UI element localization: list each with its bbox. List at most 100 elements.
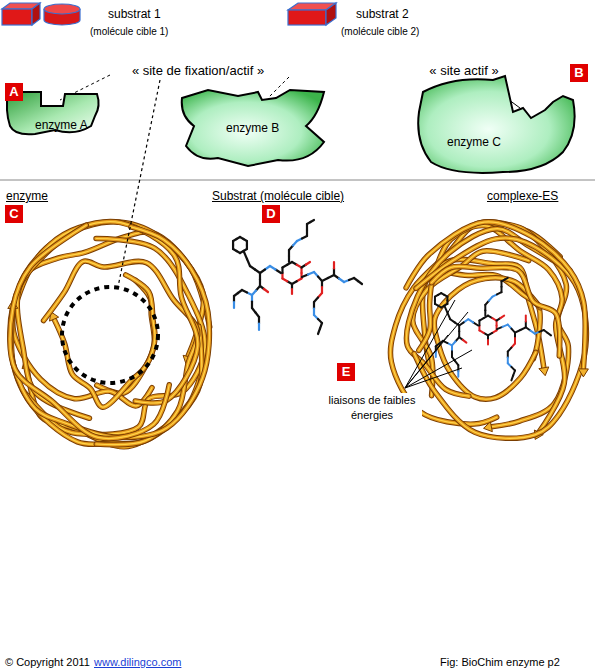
substrate-name-holder: substrat 1	[108, 4, 161, 22]
panel-heading: Substrat (molécule cible)	[212, 189, 344, 203]
molecule-bond	[547, 333, 551, 336]
molecule-bond	[291, 289, 293, 294]
molecule-bond	[333, 262, 335, 269]
separator-line	[0, 180, 595, 181]
substrate-note-holder: (molécule cible 2)	[341, 21, 419, 39]
protein-ribbon	[414, 238, 586, 438]
protein-ribbons	[8, 222, 210, 447]
figure-caption-holder: Fig: BioChim enzyme p2	[440, 652, 560, 670]
protein-ribbon	[432, 266, 560, 356]
molecule-bond	[258, 324, 260, 331]
enzyme-outline	[413, 72, 578, 178]
leader-line	[405, 350, 472, 388]
panel-badge-holder: E	[337, 362, 355, 381]
protein-strand	[414, 238, 586, 438]
panel-badge-holder: B	[570, 63, 588, 82]
molecule-bond	[246, 245, 248, 249]
panel-heading: complexe-ES	[487, 189, 558, 203]
figure-caption: Fig: BioChim enzyme p2	[440, 656, 560, 668]
panel-badge: A	[5, 83, 23, 101]
substrate-cylinder	[44, 4, 80, 25]
leader-line	[405, 300, 455, 388]
protein-ribbon	[432, 266, 560, 356]
site-label: « site actif »	[429, 63, 498, 78]
enzyme-label: enzyme B	[226, 121, 279, 135]
bond-note-holder: liaisons de faibles énergies	[322, 393, 422, 423]
substrate-front	[2, 9, 32, 25]
website-link: www.dilingco.com	[94, 656, 181, 668]
substrate-front	[288, 10, 326, 25]
protein-ribbon	[414, 238, 586, 438]
site-label-holder: « site actif »	[429, 61, 498, 79]
substrate-name: substrat 1	[108, 7, 161, 21]
molecule-bond	[306, 262, 310, 265]
molecule-bond	[318, 329, 320, 335]
protein-ribbon	[54, 275, 155, 407]
substrate-box	[288, 3, 336, 25]
protein-ribbon	[434, 278, 540, 399]
protein-ribbon	[434, 278, 540, 399]
panel-badge-holder: D	[262, 204, 280, 223]
panel-heading-holder: enzyme	[6, 186, 48, 204]
enzyme-label: enzyme C	[447, 135, 501, 149]
panel-badge: B	[570, 64, 588, 82]
molecule-bond	[244, 252, 247, 259]
protein-ribbon	[406, 222, 585, 369]
panel-heading-holder: complexe-ES	[487, 186, 558, 204]
active-site-circle	[62, 287, 158, 383]
cylinder-top	[44, 4, 80, 14]
molecule-bond	[463, 340, 467, 343]
protein-ribbon	[10, 225, 169, 438]
strand-arrowhead	[578, 369, 588, 377]
molecule-bond	[511, 375, 513, 380]
molecule-bond	[445, 307, 448, 313]
substrate-side	[326, 3, 336, 25]
protein-ribbon	[97, 280, 155, 393]
molecule-bond	[247, 259, 250, 266]
molecule-bond	[311, 220, 315, 222]
protein-ribbon	[406, 222, 585, 369]
molecule-bond	[233, 302, 235, 308]
enzyme-label: enzyme A	[35, 118, 88, 132]
protein-ribbon	[10, 225, 169, 438]
strand-arrowhead	[484, 422, 493, 432]
substrate-note: (molécule cible 2)	[341, 26, 419, 37]
molecule-bond	[446, 300, 448, 304]
molecule-bond	[487, 340, 489, 345]
protein-ribbon	[406, 222, 585, 369]
molecule-bond	[500, 316, 504, 318]
protein-strand	[434, 278, 540, 399]
substrate-name: substrat 2	[356, 7, 409, 21]
panel-heading: enzyme	[6, 189, 48, 203]
leader-line	[405, 368, 462, 388]
substrate-name-holder: substrat 2	[356, 4, 409, 22]
protein-ribbon	[414, 238, 586, 438]
substrate-side	[32, 3, 40, 25]
panel-badge: D	[262, 205, 280, 223]
protein-ribbon	[54, 275, 155, 407]
molecule-bond	[358, 281, 362, 284]
copyright-note: © Copyright 2011	[5, 656, 90, 668]
panel-badge-holder: A	[5, 82, 23, 101]
substrate-box	[2, 3, 40, 25]
enzyme-body	[182, 90, 324, 166]
site-label-holder: « site de fixation/actif »	[132, 61, 264, 79]
website-link-holder: www.dilingco.com	[94, 652, 181, 670]
protein-ribbon	[434, 278, 540, 399]
protein-strand	[97, 280, 155, 393]
substrate-molecule	[233, 220, 362, 334]
protein-ribbon	[54, 275, 155, 407]
bond-note: liaisons de faibles énergies	[322, 393, 422, 423]
strand-arrowhead	[539, 367, 549, 376]
molecule-bond	[264, 289, 268, 292]
protein-ribbon	[97, 280, 155, 393]
substrate-note-holder: (molécule cible 1)	[90, 21, 168, 39]
molecule-bond	[457, 371, 459, 377]
bound-molecule	[435, 278, 551, 381]
panel-badge: E	[337, 363, 355, 381]
enzyme-shape: enzyme C	[413, 72, 578, 178]
protein-ribbon	[432, 266, 560, 356]
protein-strand	[432, 266, 560, 356]
substrate-note: (molécule cible 1)	[90, 26, 168, 37]
panel-badge: C	[5, 205, 23, 223]
